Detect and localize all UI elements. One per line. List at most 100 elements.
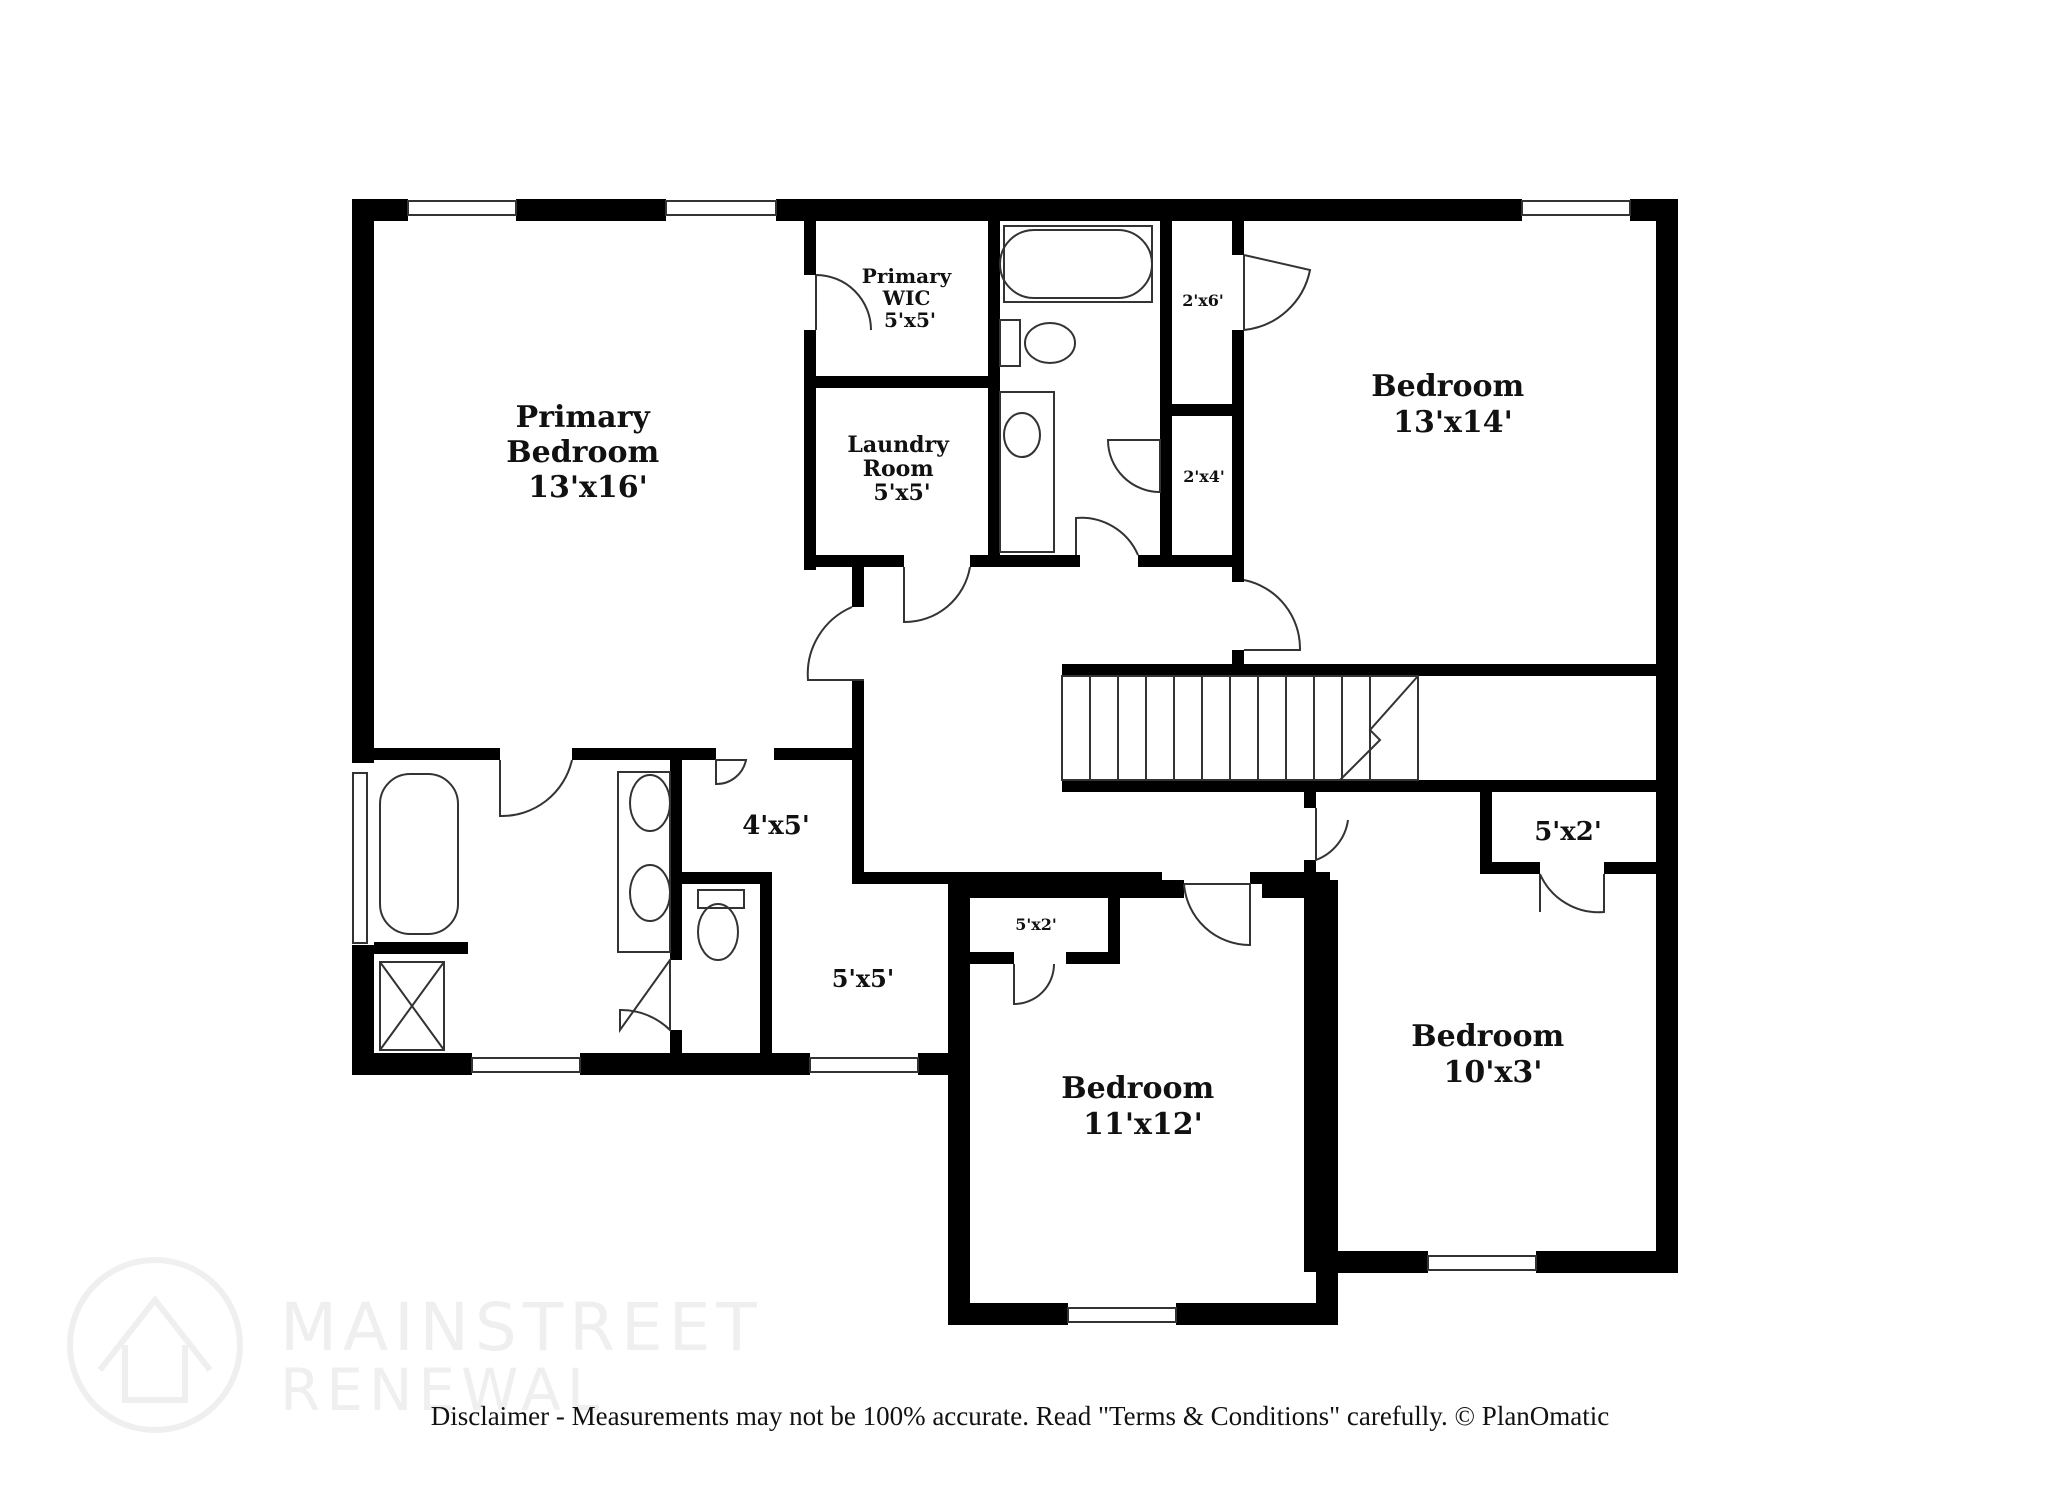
wall-top-b — [516, 199, 666, 221]
label-closet-2x6: 2'x6' — [1182, 291, 1224, 310]
wall-closet52a-bottom-b — [1066, 952, 1120, 964]
wall-wic-right — [988, 221, 1000, 561]
wall-pbath-divider — [670, 760, 682, 960]
door-primary-bath — [499, 759, 573, 818]
door-2x6 — [1243, 254, 1312, 332]
primary-shower-icon — [379, 961, 445, 1051]
wall-pbath-tub — [374, 942, 468, 954]
window-top-2 — [665, 200, 777, 216]
wall-bed10-bottom-b — [1536, 1251, 1678, 1273]
wall-toilet-right — [760, 872, 772, 1062]
door-laundry — [903, 566, 971, 624]
wall-hall-left — [852, 567, 864, 607]
wall-stair-bottom — [1062, 780, 1678, 792]
wall-bottom-left-a — [352, 1053, 472, 1075]
wall-closet-divider — [1160, 404, 1244, 416]
wall-wic-laundry — [804, 376, 1000, 388]
stair-treads — [1089, 676, 1371, 780]
wall-bed10-left — [1304, 872, 1316, 1272]
label-laundry-room: Laundry Room 5'x5' — [847, 432, 956, 506]
wall-left-upper — [352, 199, 374, 763]
window-top-1 — [407, 200, 517, 216]
label-closet-5x2-lower: 5'x2' — [1534, 817, 1602, 847]
wall-hall-bottom-b — [1250, 872, 1330, 884]
label-primary-bedroom: Primary Bedroom 13'x16' — [506, 400, 669, 505]
window-top-3 — [1521, 200, 1631, 216]
wall-primary-bottom-c — [774, 748, 854, 760]
wall-closet-right — [1232, 221, 1244, 255]
wall-bed10-bottom-a — [1316, 1251, 1428, 1273]
primary-toilet-icon — [697, 903, 739, 961]
wall-top-c — [776, 199, 1522, 221]
wall-closet52a-right — [1108, 888, 1120, 960]
wall-closet52b-left — [1480, 792, 1492, 872]
wall-laundry-bottom-a — [804, 555, 904, 567]
wall-stair-top — [1062, 664, 1678, 676]
hall-vanity — [999, 391, 1055, 553]
watermark-line1: MAINSTREET — [280, 1289, 763, 1366]
windows — [352, 200, 1631, 1323]
stair-arrow-icon — [1339, 675, 1419, 781]
hall-bathtub-rim — [1003, 225, 1153, 303]
primary-sink-1-icon — [629, 774, 671, 832]
watermark-logo: MAINSTREET RENEWAL — [67, 1257, 763, 1433]
shower-drain-icon — [379, 961, 445, 1051]
hall-sink-icon — [1003, 412, 1041, 458]
label-closet-2x4: 2'x4' — [1183, 467, 1225, 486]
room-labels: Primary Bedroom 13'x16' Primary WIC 5'x5… — [506, 264, 1602, 1142]
window-bottom-2 — [809, 1057, 919, 1073]
wall-bed11-top-b — [1262, 880, 1338, 898]
staircase — [1061, 675, 1419, 781]
window-left — [352, 772, 368, 944]
wall-hall-left-b — [852, 680, 864, 880]
wall-closet-2x4-bottom — [1160, 555, 1244, 567]
wall-wic-left — [804, 221, 816, 275]
wall-closet52a-bottom-a — [960, 952, 1014, 964]
wall-bed11-top-a — [948, 880, 1184, 898]
primary-bathtub-icon — [379, 773, 459, 935]
wall-closet52b-bottom-b — [1604, 862, 1668, 874]
door-bed11 — [1183, 883, 1251, 947]
wall-right — [1656, 199, 1678, 1273]
label-bedroom-13x14: Bedroom 13'x14' — [1371, 369, 1534, 440]
wall-hall-right-a — [1304, 792, 1316, 808]
label-closet-5x2-upper: 5'x2' — [1015, 915, 1057, 934]
wall-pbath-divider-b — [670, 1030, 682, 1064]
wall-bottom-left-b — [580, 1053, 810, 1075]
wall-primary-bottom-a — [352, 748, 500, 760]
door-4x5 — [715, 759, 748, 786]
door-wic — [815, 274, 872, 331]
wall-4x5-right — [852, 760, 864, 762]
wall-left-lower — [352, 945, 374, 1075]
door-bath — [1075, 516, 1139, 556]
hall-toilet-icon — [1024, 322, 1076, 364]
wall-bed11-bottom-a — [948, 1303, 1068, 1325]
wall-hall-bottom-a — [852, 872, 1162, 884]
wall-toilet-top — [680, 872, 766, 884]
wall-bath-bottom — [988, 555, 1076, 567]
doors — [499, 254, 1605, 1034]
window-bottom-4 — [1427, 1255, 1537, 1271]
wall-primary-bottom-b — [572, 748, 716, 760]
door-hall-right — [1315, 808, 1349, 862]
wall-wic-left-b — [804, 330, 816, 570]
window-bottom-1 — [471, 1057, 581, 1073]
watermark-circle-icon — [67, 1257, 243, 1433]
label-primary-wic: Primary WIC 5'x5' — [862, 264, 958, 332]
hall-bathtub-icon — [999, 229, 1153, 299]
door-closet52b — [1539, 873, 1605, 914]
wall-closet-right-b — [1232, 330, 1244, 580]
label-room-4x5: 4'x5' — [742, 811, 810, 841]
door-closet52a — [1013, 963, 1055, 1006]
wall-bed13-left-b — [1232, 650, 1244, 670]
watermark-house-icon — [97, 1295, 213, 1403]
stair-outline — [1061, 675, 1419, 781]
door-toilet — [619, 956, 671, 1034]
primary-vanity — [617, 771, 671, 953]
wall-bath-right — [1160, 221, 1172, 561]
primary-sink-2-icon — [629, 864, 671, 922]
door-bed13 — [1243, 579, 1302, 651]
disclaimer-text: Disclaimer - Measurements may not be 100… — [431, 1401, 1610, 1431]
door-primary — [806, 606, 864, 681]
